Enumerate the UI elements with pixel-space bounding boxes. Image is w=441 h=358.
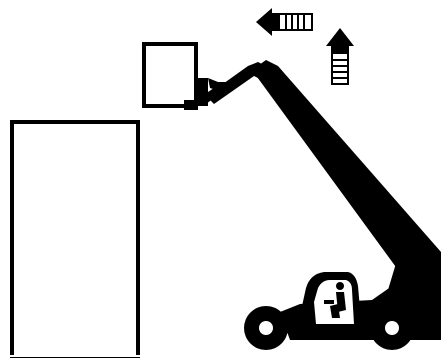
move-up-arrow: [326, 28, 354, 84]
front-axle-link: [284, 320, 310, 332]
building-block: [12, 122, 138, 358]
move-left-arrow: [256, 8, 312, 36]
front-wheel: [244, 306, 288, 350]
rear-wheel: [370, 306, 414, 350]
work-platform: [144, 44, 196, 106]
